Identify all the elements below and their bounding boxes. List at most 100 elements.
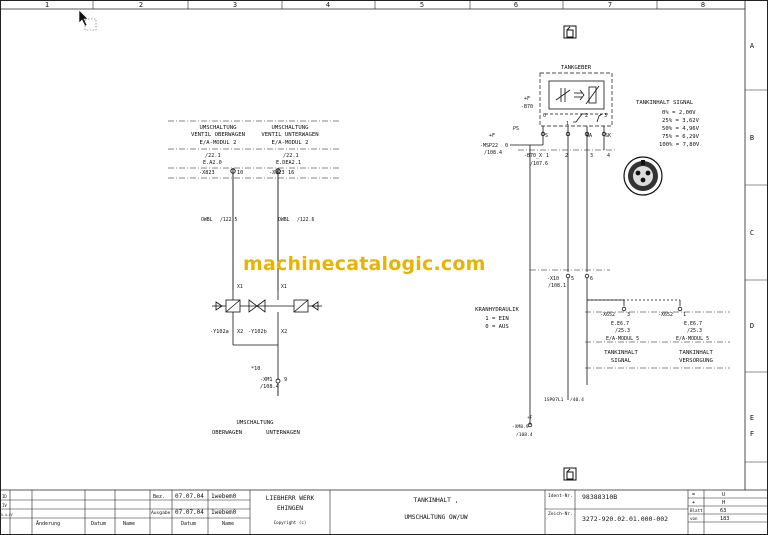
tank-sensor-box — [539, 72, 613, 127]
title-block-label: Zeich-Nr. — [548, 511, 573, 517]
cross-reference: /108.4 — [260, 384, 279, 390]
connector-label: -B70_X — [524, 153, 542, 159]
curve-symbol-icon — [573, 113, 585, 123]
side-label: 5.4.4V — [1, 513, 13, 517]
cross-reference: /107.6 — [530, 161, 548, 167]
signal-level: 25% = 3,62V — [662, 118, 700, 124]
pin-number: 3 — [590, 153, 593, 159]
pin-number: 9 — [284, 377, 287, 383]
copyright: Copyright (c) — [274, 520, 307, 525]
tank-sensor-title: TANKGEBER — [561, 65, 592, 71]
pin-number: 1 — [546, 153, 549, 159]
power-label: +F — [524, 96, 530, 102]
connector-label: -X652 — [600, 312, 615, 318]
cross-reference: /22.1 — [283, 153, 299, 159]
pin-number: 0 — [505, 143, 508, 149]
column-header: Name — [222, 521, 234, 527]
company-name: LIEBHERR WERK — [266, 495, 315, 502]
module-heading: UMSCHALTUNG — [271, 125, 309, 131]
column-header: Änderung — [36, 520, 60, 527]
column-label: 4 — [326, 1, 330, 9]
signal-level: 50% = 4,96V — [662, 126, 700, 132]
column-label: 3 — [233, 1, 237, 9]
component-label: -MSP22 — [480, 143, 498, 149]
title-block-label: Bez. — [153, 494, 165, 500]
pin-number: 3 — [627, 312, 630, 318]
pin-number: 2 — [565, 153, 568, 159]
pin-number: 16 — [288, 170, 294, 176]
pin-label: SK — [605, 133, 611, 139]
title-block-value: 07.07.04 — [175, 509, 204, 516]
ident-number: 98388310B — [582, 493, 617, 501]
cross-reference: /108.1 — [548, 283, 566, 289]
pin-number: 1 — [566, 121, 569, 127]
column-label: 5 — [420, 1, 424, 9]
terminal-label: X2 — [237, 329, 243, 335]
cross-reference: /108.4 — [516, 432, 533, 438]
pin-label: E.A2.0 — [203, 160, 222, 166]
connector-label: -X652 — [658, 312, 673, 318]
signal-caption: VERSORGUNG — [679, 358, 713, 364]
module-heading: VENTIL OBERWAGEN — [191, 132, 245, 138]
small-reference: *10 — [251, 366, 260, 372]
pin-number: 6 — [590, 276, 593, 282]
sheet-number: 63 — [720, 508, 726, 514]
title-block-label: Ident-Nr. — [548, 493, 573, 499]
title-block-value: 07.07.04 — [175, 493, 204, 500]
company-name: EHINGEN — [277, 505, 303, 512]
column-label: 7 — [608, 1, 612, 9]
side-label: ID — [2, 494, 7, 499]
terminal-label: X2 — [281, 329, 287, 335]
pin-label: S — [545, 133, 548, 139]
cross-reference: /122.5 — [220, 217, 237, 223]
module-heading: E/A-MODUL 2 — [271, 140, 308, 146]
signal-caption: SIGNAL — [611, 358, 632, 364]
mouse-cursor-icon — [78, 9, 89, 27]
row-label: D — [750, 322, 754, 330]
side-label: IV — [2, 503, 7, 508]
power-label: +F — [489, 133, 495, 139]
terminal-label: X1 — [281, 284, 287, 290]
curve-symbol-icon — [596, 113, 603, 123]
row-label: A — [750, 42, 755, 50]
cross-reference: /25.3 — [687, 328, 702, 334]
title-block-label: von — [690, 516, 698, 521]
column-header: Datum — [181, 521, 196, 527]
valve-label: -Y102b — [248, 329, 267, 335]
signal-level: 75% = 6,29V — [662, 134, 700, 140]
title-block-value: 1webem0 — [211, 493, 237, 500]
signal-caption: TANKINHALT — [679, 350, 713, 356]
power-label: +F — [527, 415, 533, 421]
module-heading: VENTIL UNTERWAGEN — [261, 132, 318, 138]
cross-reference: /108.4 — [484, 150, 502, 156]
page-reference-icon — [563, 25, 577, 39]
component-label: -B70 — [521, 104, 533, 110]
pin-label: E.E6.7 — [611, 321, 629, 327]
pin-label: E.E6.7 — [684, 321, 702, 327]
title-block-label: Ausgabe — [151, 510, 171, 516]
title-block-value: 1webem0 — [211, 509, 237, 516]
drawing-description: UMSCHALTUNG OW/UW — [404, 514, 468, 521]
drawing-description: TANKINHALT , — [414, 497, 459, 504]
column-header: Name — [123, 521, 135, 527]
signal-level: 100% = 7,80V — [659, 142, 700, 148]
valve-symbol-icon — [212, 290, 322, 380]
cross-reference: /40.4 — [570, 397, 584, 403]
cross-reference: /122.6 — [297, 217, 314, 223]
sensor-symbol-icon — [545, 80, 608, 115]
signal-caption: TANKINHALT — [604, 350, 638, 356]
column-label: 2 — [139, 1, 143, 9]
module-label: E/A-MODUL 5 — [606, 336, 639, 342]
title-block-value: H — [722, 500, 725, 506]
wire-label: OWBL — [201, 217, 213, 223]
cross-reference: /22.1 — [205, 153, 221, 159]
sheet-total: 183 — [720, 516, 729, 522]
title-block-label: + — [692, 500, 695, 506]
signal-level: 0% = 2,00V — [662, 110, 696, 116]
wire-label: PS — [513, 126, 519, 132]
pin-number: 3 — [604, 113, 607, 119]
pin-number: 0 — [543, 113, 546, 119]
pin-number: 4 — [607, 153, 610, 159]
module-heading: UMSCHALTUNG — [199, 125, 237, 131]
